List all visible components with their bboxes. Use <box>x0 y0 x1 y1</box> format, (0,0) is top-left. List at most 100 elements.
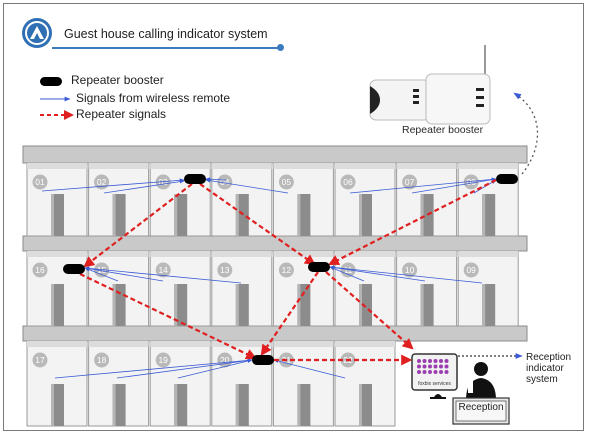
wireless-signal-line <box>84 266 164 282</box>
wireless-signal-line <box>273 359 346 379</box>
room-21: 21 <box>272 340 334 427</box>
room-number: 09 <box>466 265 476 275</box>
device-link-arrow <box>513 92 538 175</box>
room-door <box>112 384 126 426</box>
panel-light <box>417 364 421 369</box>
room-14: 14 <box>149 250 211 327</box>
receptionist-icon <box>430 362 496 400</box>
repeater-signal-line <box>83 183 193 268</box>
room-number: 19 <box>158 355 168 365</box>
diagram-title: Guest house calling indicator system <box>64 27 268 41</box>
room-number: 13 <box>220 265 230 275</box>
room-door <box>174 284 188 326</box>
panel-light <box>439 359 443 363</box>
room-number: 02 <box>97 177 107 187</box>
room-20: 20 <box>211 340 273 427</box>
panel-light <box>422 370 427 374</box>
room-number: 14 <box>158 265 168 275</box>
room-05: 05 <box>272 162 334 237</box>
panel-light <box>422 364 427 369</box>
room-number-badge <box>155 262 171 278</box>
room-number: 16 <box>35 265 45 275</box>
booster-room-20-21 <box>252 355 274 365</box>
room-08: 08 <box>457 162 519 237</box>
panel-light <box>444 359 449 363</box>
room-09: 09 <box>457 250 519 327</box>
room-18: 18 <box>88 340 150 427</box>
wireless-signal-line <box>329 265 483 284</box>
panel-light <box>428 359 432 363</box>
room-17: 17 <box>26 340 88 427</box>
room-number-badge <box>32 262 48 278</box>
room-door <box>359 194 372 236</box>
legend-booster-icon <box>40 77 62 86</box>
room-number: 07 <box>405 177 415 187</box>
wireless-signal-line <box>329 266 365 282</box>
room-16: 16 <box>26 250 88 327</box>
wireless-signal-line <box>349 177 497 194</box>
booster-room-16-15 <box>63 264 85 274</box>
panel-light <box>428 364 432 369</box>
booster-room-12-11 <box>308 262 330 272</box>
reception-desk-label: Reception <box>458 402 504 413</box>
room-number-badge <box>94 262 110 278</box>
booster-room-08 <box>496 174 518 184</box>
legend-booster-label: Repeater booster <box>71 73 164 87</box>
wireless-signal-line <box>54 358 253 379</box>
panel-light <box>444 370 449 374</box>
room-number-badge <box>463 262 479 278</box>
repeater-device-icon <box>369 45 491 125</box>
room-number: 01 <box>35 177 45 187</box>
room-door <box>297 284 311 326</box>
room-door <box>174 194 188 236</box>
repeater-signal-line <box>79 273 257 360</box>
repeater-signal-line <box>260 271 319 356</box>
booster-room-03-04 <box>184 174 206 184</box>
diagram-frame <box>3 3 584 431</box>
room-number-badge <box>217 262 233 278</box>
room-number-badge <box>402 174 418 190</box>
room-number-badge <box>340 174 356 190</box>
room-number: 12 <box>282 265 292 275</box>
logo-icon <box>22 18 52 48</box>
room-13: 13 <box>211 250 273 327</box>
room-number-badge <box>463 174 479 190</box>
room-10: 10 <box>396 250 458 327</box>
room-door <box>297 194 311 236</box>
room-15: 15 <box>88 250 150 327</box>
room-number-badge <box>278 262 294 278</box>
panel-light <box>444 364 449 369</box>
room-door <box>235 384 249 426</box>
repeater-signal-line <box>328 179 497 265</box>
panel-light <box>417 370 421 374</box>
room-door <box>51 384 64 426</box>
room-door <box>112 194 126 236</box>
room-number-badge <box>402 262 418 278</box>
panel-light <box>433 364 438 369</box>
reception-indicator-label: Reception indicator system <box>526 352 571 385</box>
repeater-device-label: Repeater booster <box>402 124 484 136</box>
title-underline <box>52 47 280 49</box>
room-number: 20 <box>220 355 230 365</box>
panel-light <box>422 359 427 363</box>
reception-desk-inner <box>455 400 507 422</box>
wireless-signal-line <box>103 179 185 194</box>
room-06: 06 <box>334 162 396 237</box>
legend-wireless-label: Signals from wireless remote <box>76 91 231 105</box>
room-door <box>420 284 434 326</box>
room-door <box>359 384 372 426</box>
panel-light <box>439 370 443 374</box>
reception-indicator-line-1: Reception <box>526 352 572 363</box>
wireless-signal-line <box>84 267 119 282</box>
room-number-badge <box>217 174 233 190</box>
room-number-badge <box>155 352 171 368</box>
roof-slab <box>22 145 528 164</box>
room-door <box>482 284 496 326</box>
room-number-badge <box>32 352 48 368</box>
room-door <box>420 194 434 236</box>
room-number-badge <box>32 174 48 190</box>
room-01: 01 <box>26 162 88 237</box>
room-door <box>482 194 496 236</box>
panel-caption: foxbix services <box>418 381 451 387</box>
